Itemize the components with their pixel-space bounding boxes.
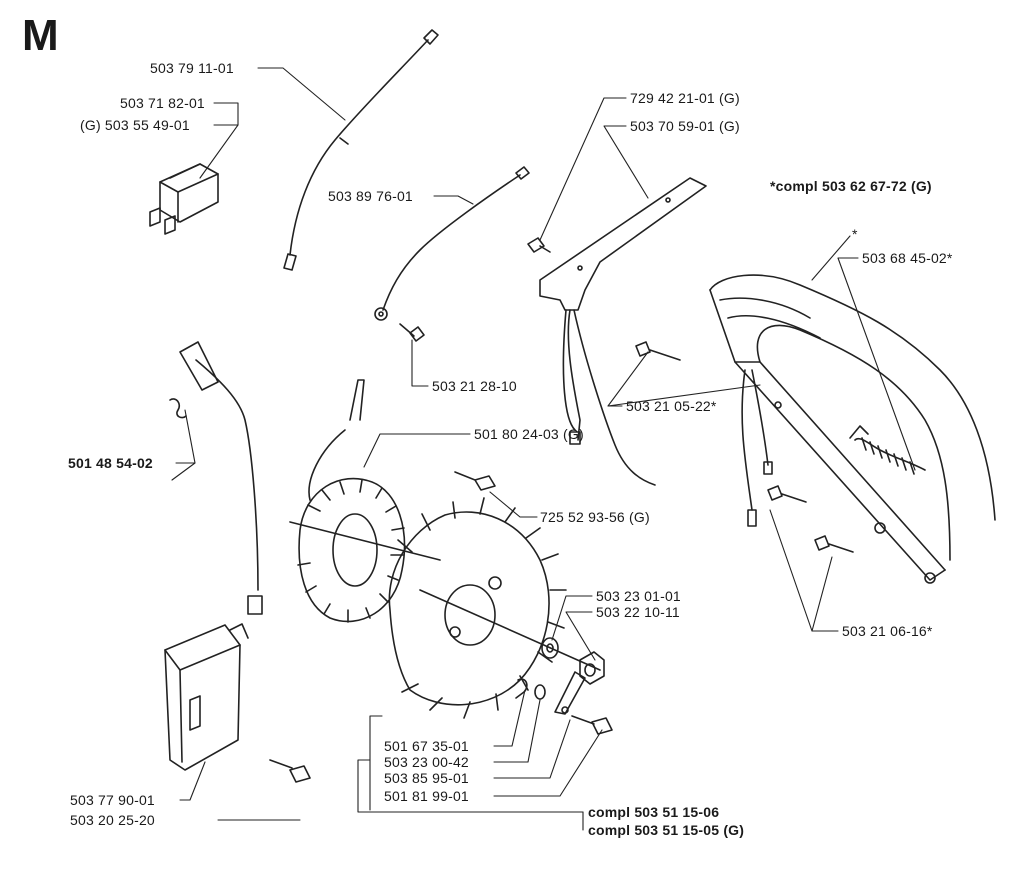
- label-switch-b: (G) 503 55 49-01: [80, 117, 190, 133]
- label-ignition: 503 77 90-01: [70, 792, 155, 808]
- label-star: *: [852, 226, 858, 242]
- spring: [849, 425, 926, 475]
- label-plate-a: 729 42 21-01 (G): [630, 90, 740, 106]
- stator: [289, 379, 441, 623]
- label-flywheel-compl-a: compl 503 51 15-06: [588, 804, 720, 820]
- label-bolt-handle: 503 21 05-22*: [626, 398, 717, 414]
- label-handle-compl: *compl 503 62 67-72 (G): [770, 178, 932, 194]
- label-stator: 501 80 24-03 (G): [474, 426, 584, 442]
- label-switch-a: 503 71 82-01: [120, 95, 205, 111]
- label-nut: 503 22 10-11: [596, 604, 680, 620]
- small-parts: [515, 637, 613, 735]
- label-pawl-screw: 501 81 99-01: [384, 788, 469, 804]
- label-lead-mid: 503 89 76-01: [328, 188, 413, 204]
- label-flywheel-compl-b: compl 503 51 15-05 (G): [588, 822, 745, 838]
- label-plate-b: 503 70 59-01 (G): [630, 118, 740, 134]
- section-letter: M: [22, 11, 59, 60]
- stop-switch: [149, 163, 219, 235]
- label-ignition-screw: 503 20 25-20: [70, 812, 155, 828]
- lead-wire-top: [283, 29, 439, 271]
- label-washer2: 503 23 00-42: [384, 754, 469, 770]
- flywheel: [388, 497, 601, 719]
- label-stator-screw: 725 52 93-56 (G): [540, 509, 650, 525]
- plate-assembly: [527, 177, 707, 486]
- ignition-cap-wire: [169, 341, 263, 615]
- handle-assembly: [709, 274, 996, 584]
- label-spark-spring: 501 48 54-02: [68, 455, 153, 471]
- label-handle-screws: 503 21 06-16*: [842, 623, 933, 639]
- label-key: 501 67 35-01: [384, 738, 469, 754]
- label-lead-top: 503 79 11-01: [150, 60, 234, 76]
- label-pawl: 503 85 95-01: [384, 770, 469, 786]
- leader-lines: [171, 67, 916, 831]
- label-washer: 503 23 01-01: [596, 588, 681, 604]
- bolts: [454, 341, 854, 553]
- ignition-module: [164, 623, 311, 783]
- label-screw-lead: 503 21 28-10: [432, 378, 517, 394]
- label-spring: 503 68 45-02*: [862, 250, 953, 266]
- lead-wire-mid: [374, 166, 530, 342]
